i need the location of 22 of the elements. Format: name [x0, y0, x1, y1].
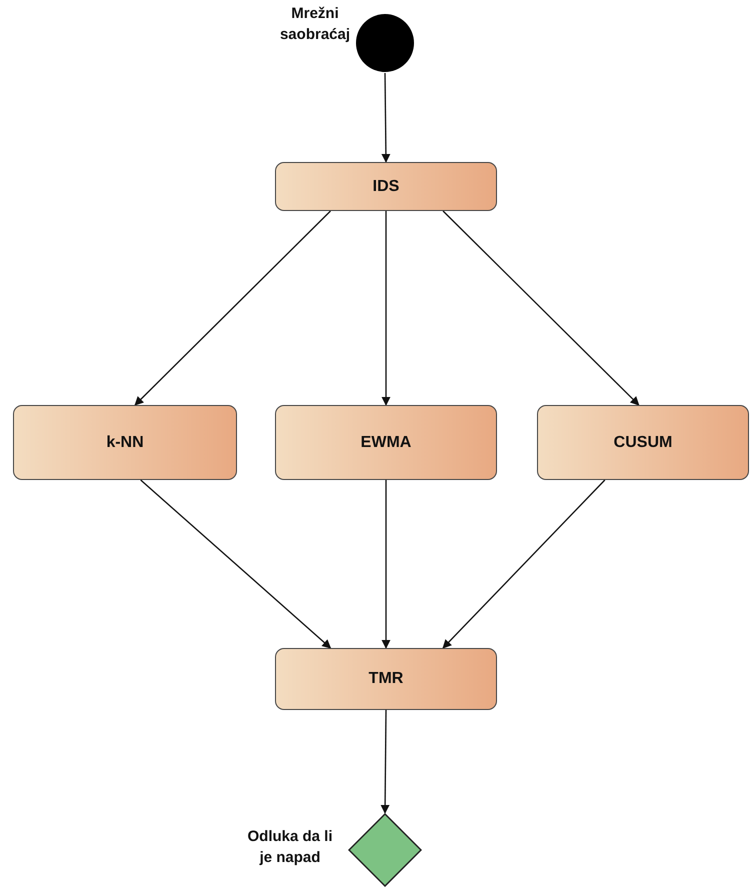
node-caption: Odluka da li je napad [246, 827, 334, 868]
box-label: CUSUM [614, 434, 672, 452]
box-label: k-NN [106, 434, 144, 452]
arrow [382, 211, 390, 406]
arrow [442, 210, 640, 406]
process-box [275, 162, 497, 211]
node-caption: Mrežni saobraćaj [278, 4, 352, 45]
arrow [140, 480, 332, 649]
decision-diamond [348, 813, 422, 887]
process-box [275, 405, 497, 480]
arrow [381, 73, 390, 163]
box-label: TMR [368, 670, 404, 688]
process-box [13, 405, 237, 480]
box-label: IDS [372, 178, 400, 196]
process-box [537, 405, 749, 480]
arrow [380, 710, 390, 814]
arrow [134, 210, 331, 406]
start-circle [355, 13, 415, 73]
process-box [275, 648, 497, 710]
box-label: EWMA [360, 434, 412, 452]
arrow [382, 480, 390, 649]
arrow [442, 480, 606, 649]
